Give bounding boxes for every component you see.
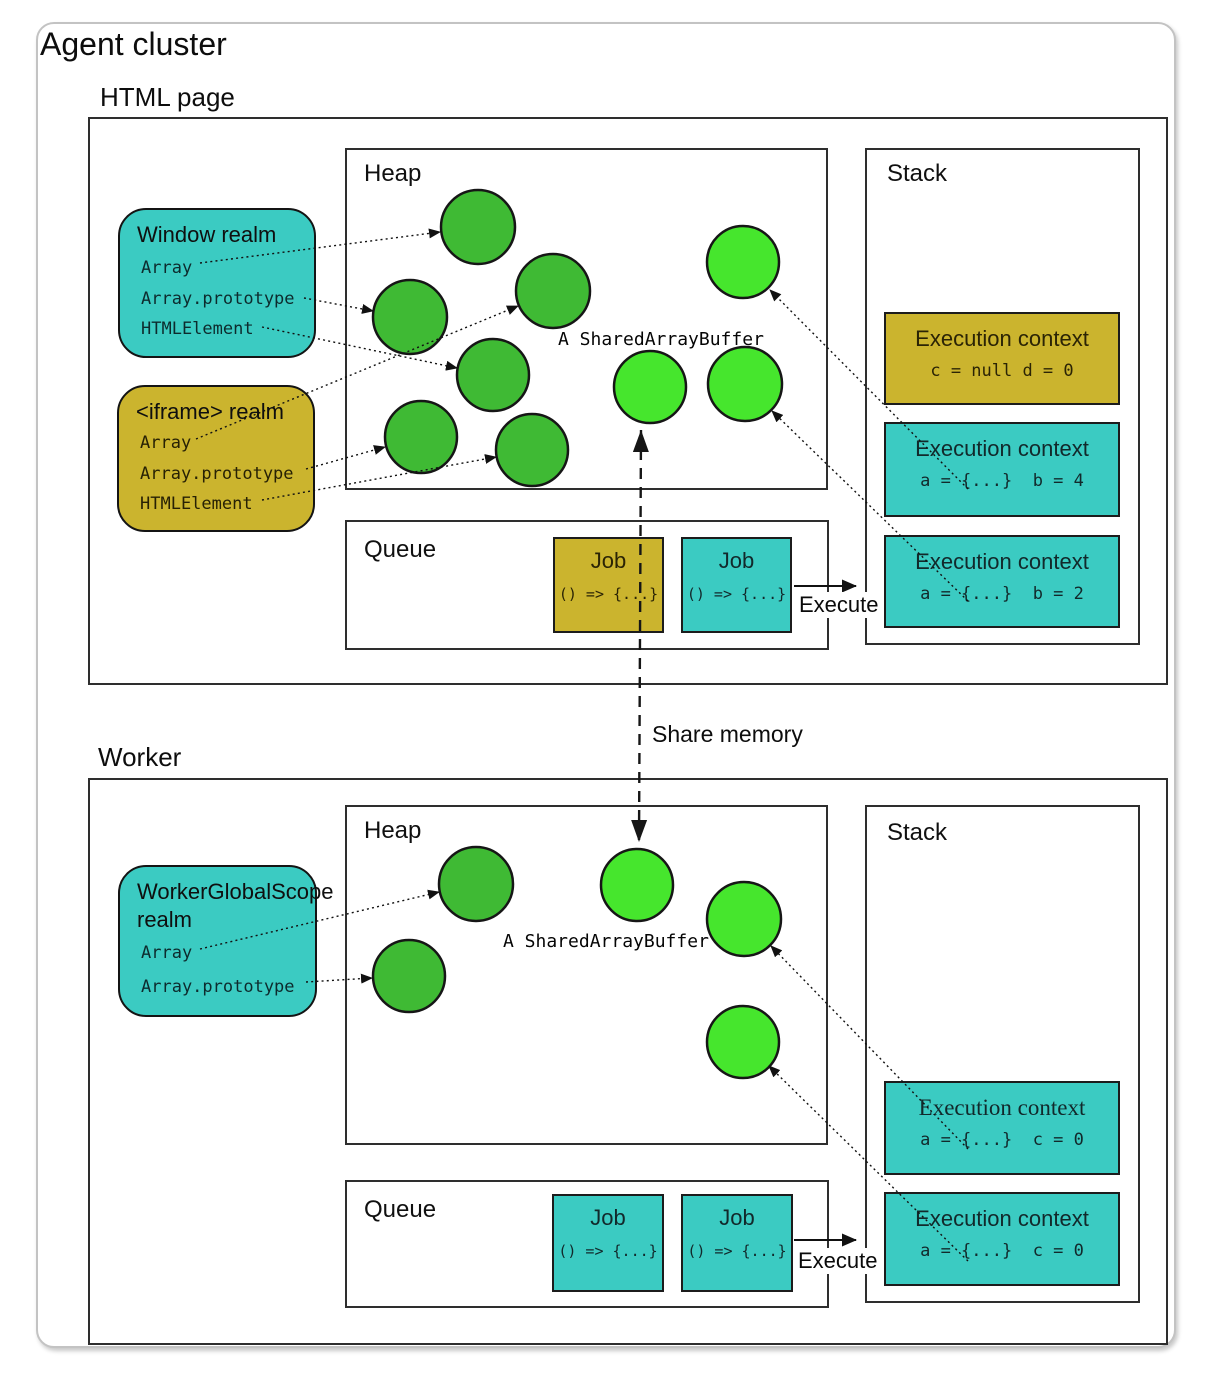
window-realm-item-array-prototype: Array.prototype <box>141 289 295 309</box>
execution-context-title: Execution context <box>918 1095 1086 1120</box>
execution-context-vars: a = {...} c = 0 <box>920 1241 1084 1261</box>
execution-context-frame: Execution context a = {...} b = 2 <box>884 535 1120 628</box>
execution-context-vars: a = {...} b = 2 <box>920 584 1084 604</box>
html-page-label: HTML page <box>100 82 235 112</box>
execution-context-frame: Execution context a = {...} c = 0 <box>884 1192 1120 1286</box>
html-sharedarraybuffer-label: A SharedArrayBuffer <box>558 329 764 350</box>
worker-execute-label: Execute <box>797 1248 879 1274</box>
job-title: Job <box>719 1205 755 1230</box>
html-heap-box: Heap <box>345 148 828 490</box>
execution-context-vars: a = {...} b = 4 <box>920 471 1084 491</box>
html-queue-label: Queue <box>364 536 437 563</box>
job-box: Job () => {...} <box>553 537 664 633</box>
execution-context-title: Execution context <box>915 326 1089 351</box>
execution-context-vars: a = {...} c = 0 <box>920 1130 1084 1150</box>
worker-realm-title: WorkerGlobalScope realm <box>137 879 334 932</box>
iframe-realm-item-htmlelement: HTMLElement <box>140 494 253 514</box>
window-realm-item-array: Array <box>141 258 193 278</box>
execution-context-frame: Execution context a = {...} b = 4 <box>884 422 1120 517</box>
iframe-realm-title: <iframe> realm <box>136 399 284 424</box>
job-code: () => {...} <box>558 585 659 603</box>
worker-label: Worker <box>98 742 182 772</box>
job-code: () => {...} <box>686 585 787 603</box>
share-memory-label: Share memory <box>652 721 803 747</box>
job-box: Job () => {...} <box>681 1194 793 1292</box>
window-realm-title: Window realm <box>137 222 277 247</box>
worker-realm-box: WorkerGlobalScope realm Array Array.prot… <box>118 865 334 1017</box>
execution-context-frame: Execution context a = {...} c = 0 <box>884 1081 1120 1175</box>
job-box: Job () => {...} <box>681 537 792 633</box>
html-heap-label: Heap <box>364 160 422 187</box>
worker-stack-label: Stack <box>887 819 948 846</box>
job-code: () => {...} <box>687 1242 787 1260</box>
worker-realm-item-array-prototype: Array.prototype <box>141 977 295 997</box>
execution-context-title: Execution context <box>915 549 1089 574</box>
html-stack-label: Stack <box>887 160 948 187</box>
worker-sharedarraybuffer-label: A SharedArrayBuffer <box>503 931 709 952</box>
job-title: Job <box>590 1205 626 1230</box>
iframe-realm-item-array-prototype: Array.prototype <box>140 464 294 484</box>
diagram-title: Agent cluster <box>40 26 227 62</box>
worker-heap-label: Heap <box>364 817 422 844</box>
execution-context-vars: c = null d = 0 <box>930 361 1074 381</box>
job-code: () => {...} <box>558 1242 658 1260</box>
worker-realm-item-array: Array <box>141 943 193 963</box>
worker-queue-label: Queue <box>364 1196 437 1223</box>
iframe-realm-item-array: Array <box>140 433 192 453</box>
worker-heap-box: Heap <box>345 805 828 1145</box>
execution-context-title: Execution context <box>915 1206 1089 1231</box>
execution-context-title: Execution context <box>915 436 1089 461</box>
job-title: Job <box>718 548 755 573</box>
window-realm-item-htmlelement: HTMLElement <box>141 319 254 339</box>
html-execute-label: Execute <box>798 592 880 618</box>
window-realm-box: Window realm Array Array.prototype HTMLE… <box>118 208 316 358</box>
job-box: Job () => {...} <box>552 1194 664 1292</box>
job-title: Job <box>590 548 627 573</box>
execution-context-frame: Execution context c = null d = 0 <box>884 312 1120 405</box>
iframe-realm-box: <iframe> realm Array Array.prototype HTM… <box>117 385 315 532</box>
